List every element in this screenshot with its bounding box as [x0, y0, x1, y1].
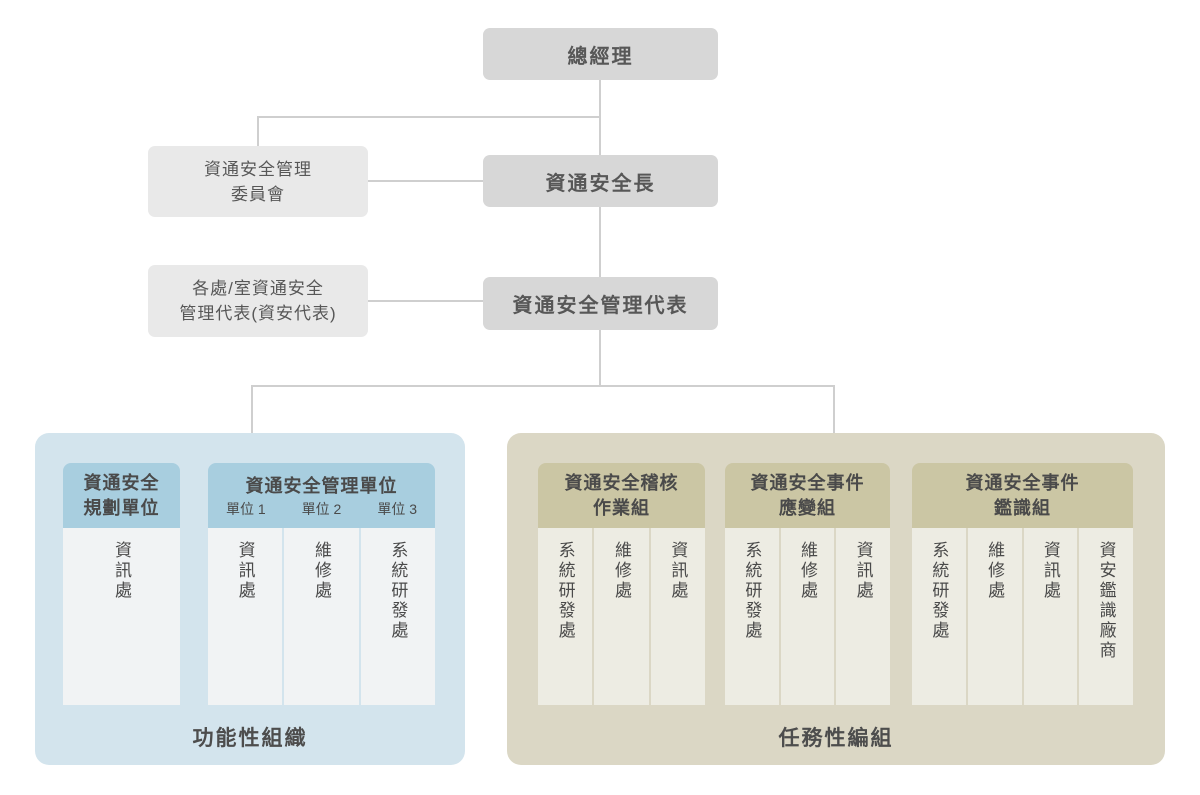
column-maintenance-dept: 維修處 — [780, 528, 835, 705]
connector-ciso-to-rep — [599, 207, 601, 277]
column-maintenance-dept-label: 維修處 — [798, 541, 817, 601]
connector-committee-ciso — [368, 180, 483, 182]
column-system-rd-dept: 系統研發處 — [538, 528, 593, 705]
connector-functional-drop — [251, 385, 253, 433]
group-mgmt-unit-subunits: 單位 1 單位 2 單位 3 — [208, 500, 435, 518]
column-maintenance-dept-label: 維修處 — [311, 541, 331, 601]
group-audit-team-title-line1: 資通安全稽核 — [564, 472, 679, 493]
group-audit-team-header: 資通安全稽核 作業組 — [538, 463, 705, 528]
group-incident-response-team-title-line2: 應變組 — [779, 497, 836, 518]
node-security-committee-line1: 資通安全管理 — [204, 159, 312, 179]
connector-task-drop — [833, 385, 835, 433]
column-system-rd-dept-label: 系統研發處 — [555, 541, 575, 641]
node-department-reps: 各處/室資通安全 管理代表(資安代表) — [148, 265, 368, 337]
group-incident-response-team-title-line1: 資通安全事件 — [750, 472, 865, 493]
subunit-3-label: 單位 3 — [377, 500, 418, 517]
group-forensics-team-body: 系統研發處 維修處 資訊處 資安鑑識廠商 — [912, 528, 1133, 705]
connector-deptreps-rep — [368, 300, 483, 302]
column-it-dept: 資訊處 — [1023, 528, 1078, 705]
group-planning-unit-title-line1: 資通安全 — [83, 472, 160, 493]
subunit-2-label: 單位 2 — [301, 500, 342, 517]
node-ciso: 資通安全長 — [483, 155, 718, 207]
node-department-reps-line1: 各處/室資通安全 — [192, 279, 324, 298]
group-forensics-team: 資通安全事件 鑑識組 系統研發處 維修處 資訊處 資安鑑識廠商 — [912, 463, 1133, 705]
column-it-dept: 資訊處 — [63, 528, 180, 705]
node-security-mgmt-rep: 資通安全管理代表 — [483, 277, 718, 330]
group-incident-response-team-header: 資通安全事件 應變組 — [725, 463, 890, 528]
column-it-dept-label: 資訊處 — [235, 541, 255, 601]
column-it-dept: 資訊處 — [836, 528, 891, 705]
node-ciso-label: 資通安全長 — [545, 172, 656, 195]
group-mgmt-unit: 資通安全管理單位 單位 1 單位 2 單位 3 資訊處 維修處 系統研發處 — [208, 463, 435, 705]
node-department-reps-line2: 管理代表(資安代表) — [179, 304, 337, 323]
connector-bottom-branch — [251, 385, 835, 387]
group-forensics-team-header: 資通安全事件 鑑識組 — [912, 463, 1133, 528]
column-it-dept-label: 資訊處 — [668, 541, 688, 601]
group-planning-unit-title-line2: 規劃單位 — [83, 497, 160, 518]
column-maintenance-dept: 維修處 — [284, 528, 359, 705]
node-security-committee: 資通安全管理 委員會 — [148, 146, 368, 217]
group-mgmt-unit-header: 資通安全管理單位 單位 1 單位 2 單位 3 — [208, 463, 435, 528]
node-security-committee-line2: 委員會 — [231, 184, 285, 204]
connector-rep-down — [599, 330, 601, 387]
node-general-manager-label: 總經理 — [567, 45, 634, 68]
column-system-rd-dept: 系統研發處 — [360, 528, 435, 705]
column-it-dept-label: 資訊處 — [1040, 541, 1060, 601]
task-section-label: 任務性編組 — [778, 727, 894, 750]
group-forensics-team-title-line1: 資通安全事件 — [965, 472, 1080, 493]
group-mgmt-unit-body: 資訊處 維修處 系統研發處 — [208, 528, 435, 705]
node-general-manager: 總經理 — [483, 28, 718, 80]
column-it-dept: 資訊處 — [650, 528, 705, 705]
group-audit-team-body: 系統研發處 維修處 資訊處 — [538, 528, 705, 705]
group-incident-response-team: 資通安全事件 應變組 系統研發處 維修處 資訊處 — [725, 463, 891, 705]
column-it-dept-label: 資訊處 — [853, 541, 873, 601]
group-audit-team: 資通安全稽核 作業組 系統研發處 維修處 資訊處 — [538, 463, 705, 705]
column-forensics-vendor-label: 資安鑑識廠商 — [1096, 541, 1116, 661]
group-forensics-team-title-line2: 鑑識組 — [994, 497, 1051, 518]
column-system-rd-dept: 系統研發處 — [725, 528, 779, 705]
group-planning-unit-body: 資訊處 — [63, 528, 180, 705]
group-incident-response-team-body: 系統研發處 維修處 資訊處 — [725, 528, 891, 705]
column-system-rd-dept-label: 系統研發處 — [929, 541, 949, 641]
column-maintenance-dept-label: 維修處 — [985, 541, 1005, 601]
column-it-dept-label: 資訊處 — [112, 541, 131, 601]
column-it-dept: 資訊處 — [208, 528, 283, 705]
column-system-rd-dept-label: 系統研發處 — [742, 541, 762, 641]
functional-section: 資通安全 規劃單位 資訊處 資通安全管理單位 單位 1 單位 2 單位 3 — [35, 433, 465, 765]
group-planning-unit: 資通安全 規劃單位 資訊處 — [63, 463, 180, 705]
group-audit-team-title-line2: 作業組 — [593, 497, 650, 518]
column-maintenance-dept-label: 維修處 — [611, 541, 631, 601]
connector-committee-drop — [257, 116, 259, 147]
column-system-rd-dept-label: 系統研發處 — [388, 541, 408, 641]
node-security-mgmt-rep-label: 資通安全管理代表 — [512, 295, 689, 317]
group-mgmt-unit-title: 資通安全管理單位 — [245, 475, 398, 496]
column-maintenance-dept: 維修處 — [967, 528, 1022, 705]
task-section: 資通安全稽核 作業組 系統研發處 維修處 資訊處 資通安全事件 應變組 — [507, 433, 1165, 765]
functional-section-label: 功能性組織 — [192, 727, 308, 750]
connector-branch-committee — [257, 116, 601, 118]
connector-gm-to-ciso — [599, 80, 601, 156]
column-forensics-vendor: 資安鑑識廠商 — [1079, 528, 1133, 705]
subunit-1-label: 單位 1 — [225, 500, 266, 517]
group-planning-unit-header: 資通安全 規劃單位 — [63, 463, 180, 528]
column-maintenance-dept: 維修處 — [594, 528, 649, 705]
column-system-rd-dept: 系統研發處 — [912, 528, 966, 705]
